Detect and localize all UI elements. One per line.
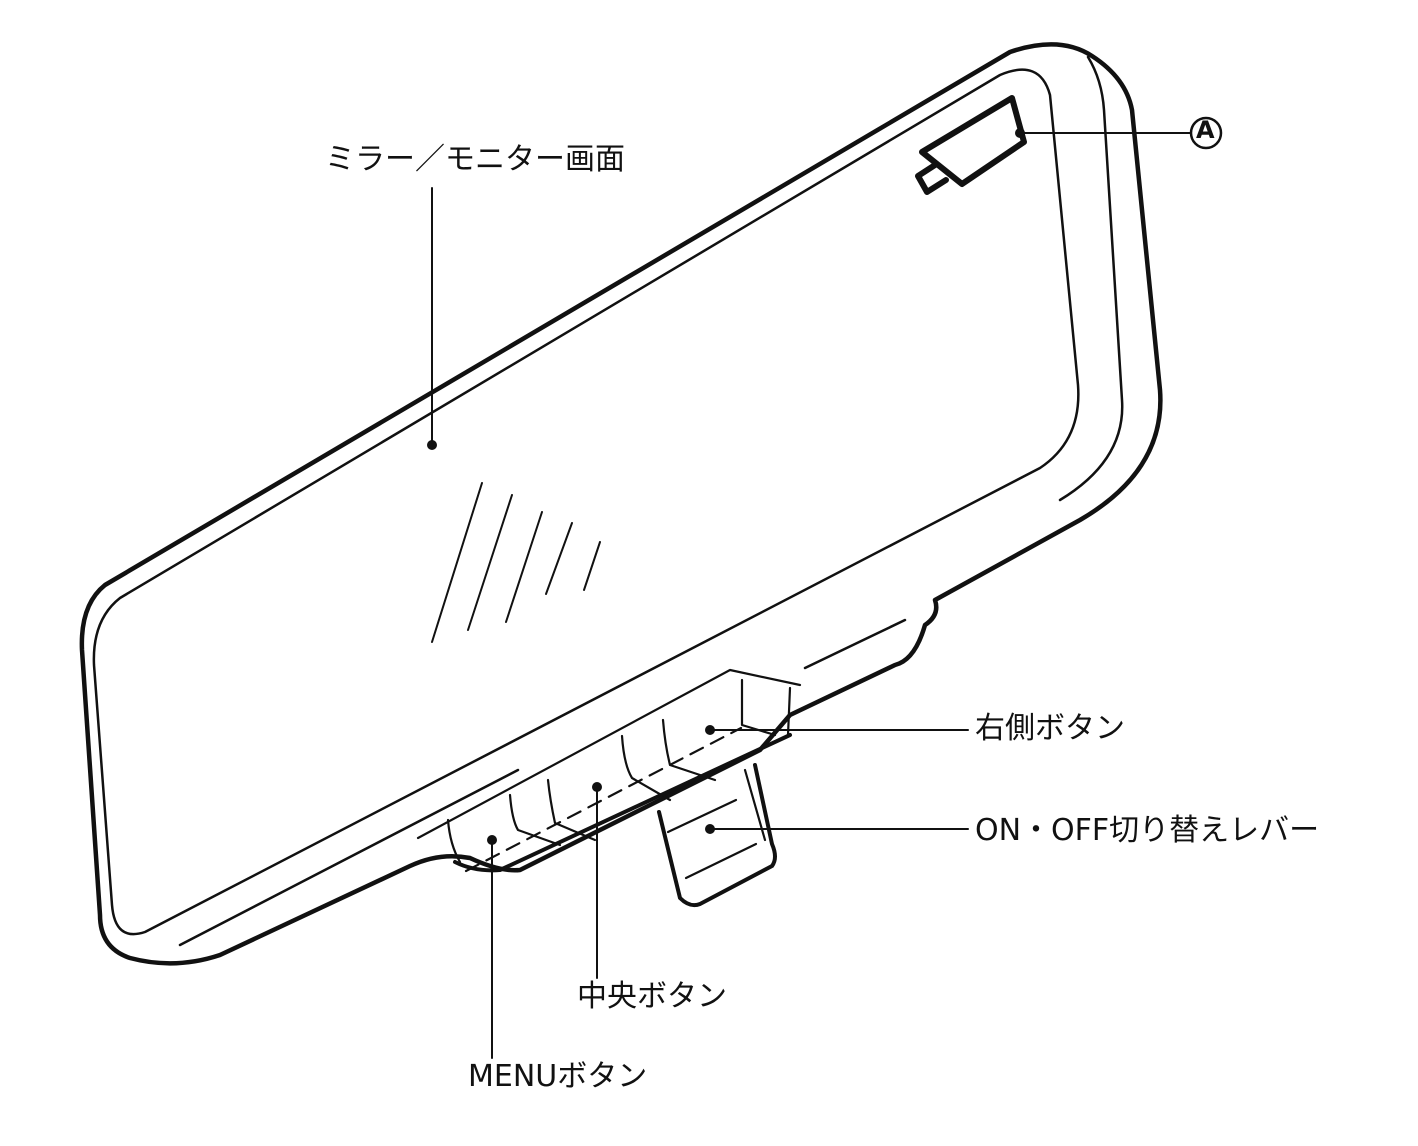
center-button-label: 中央ボタン [577, 979, 727, 1014]
screen-label: ミラー／モニター画面 [325, 142, 625, 177]
marker-a-circle [1189, 116, 1223, 150]
mirror-screen-frame [92, 68, 1080, 936]
sensor-marker-a [915, 95, 1027, 195]
button-housing [416, 668, 802, 873]
mirror-bottom-edge [178, 768, 520, 947]
power-lever [657, 763, 777, 908]
mirror-side-edge [1058, 55, 1124, 502]
power-lever-label: ON・OFF切り替えレバー [975, 813, 1320, 848]
leader-lines [427, 128, 1191, 1059]
mirror-outer-body [79, 42, 1163, 966]
right-button-label: 右側ボタン [975, 711, 1125, 746]
marker-a-label: A [1196, 116, 1215, 144]
screen-glare-lines [431, 482, 601, 643]
menu-button-label: MENUボタン [468, 1059, 648, 1094]
